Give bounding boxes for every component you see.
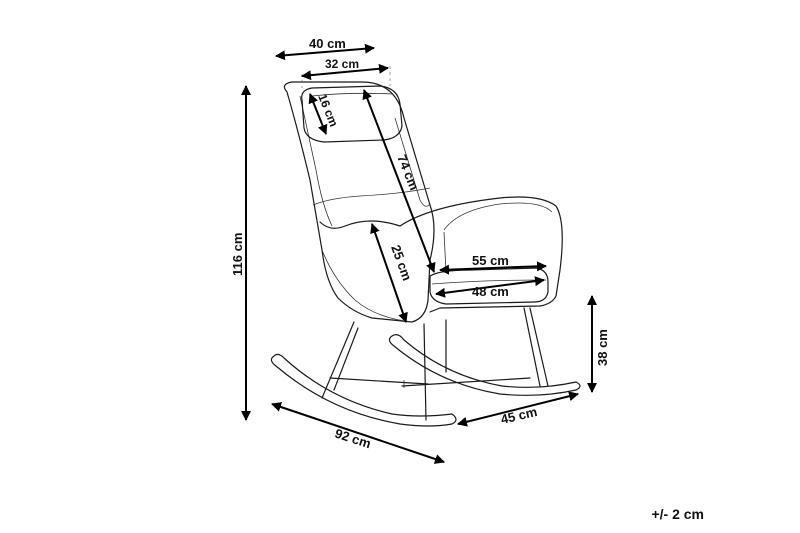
arrow-seat-width [439, 261, 547, 275]
headrest-cushion [301, 85, 403, 143]
label-headrest-inner-width: 32 cm [325, 57, 359, 71]
label-headrest-height: 16 cm [315, 92, 341, 129]
label-total-depth: 92 cm [333, 426, 373, 452]
arrow-headrest-height [308, 93, 328, 135]
arrow-backrest-height [362, 89, 436, 273]
cross-bar [329, 377, 429, 385]
label-total-height: 116 cm [230, 233, 245, 276]
arrow-headrest-width [275, 43, 375, 61]
arrow-seat-depth [435, 276, 545, 298]
arrow-headrest-inner-width [301, 63, 389, 81]
label-back-lower-height: 25 cm [388, 243, 415, 283]
label-backrest-height: 74 cm [394, 153, 422, 193]
front-right-leg [423, 323, 427, 421]
armrest [319, 196, 563, 313]
backrest-shell [283, 81, 435, 323]
front-left-leg [321, 321, 355, 399]
rear-right-leg-2 [529, 307, 549, 387]
right-rocker [388, 334, 581, 396]
label-seat-depth: 48 cm [472, 284, 509, 299]
left-rocker [270, 353, 457, 427]
back-left-leg [333, 327, 359, 391]
label-headrest-width: 40 cm [309, 36, 346, 51]
tolerance-note: +/- 2 cm [651, 506, 704, 522]
label-seat-height: 38 cm [595, 329, 610, 366]
label-total-width: 45 cm [499, 404, 538, 427]
label-seat-width: 55 cm [472, 253, 509, 268]
chair-drawing [270, 81, 581, 427]
arrow-back-lower-height [370, 223, 408, 323]
arrow-total-depth [271, 402, 445, 464]
arrow-total-width [457, 391, 579, 427]
rear-right-leg [523, 307, 541, 387]
cross-bar-2 [401, 377, 531, 387]
dimension-lines: 40 cm 32 cm 16 cm 74 cm 116 cm 25 cm 55 … [230, 36, 610, 464]
